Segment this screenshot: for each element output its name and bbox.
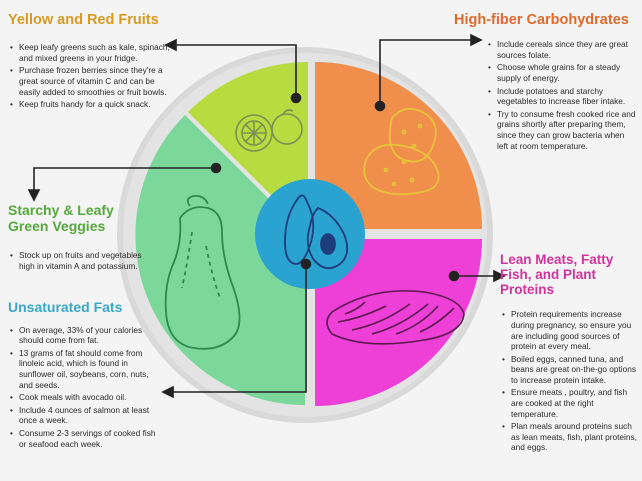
bullet-list: Stock up on fruits and vegetables high i…	[8, 250, 158, 271]
list-item: Stock up on fruits and vegetables high i…	[10, 250, 158, 271]
section-title: Starchy & Leafy Green Veggies	[8, 202, 114, 234]
starchy-leafy-wedge	[135, 115, 305, 405]
bullet-list: Include cereals since they are great sou…	[486, 39, 636, 151]
list-item: Cook meals with avocado oil.	[10, 392, 158, 403]
section-title: Unsaturated Fats	[8, 299, 123, 315]
connector-lean-meats	[448, 269, 506, 283]
citrus-icon	[235, 109, 303, 152]
section-yellow-red-fruits: Yellow and Red Fruits Keep leafy greens …	[8, 12, 173, 112]
list-item: Plan meals around proteins such as lean …	[502, 421, 640, 453]
section-title: Lean Meats, Fatty Fish, and Plant Protei…	[500, 252, 614, 298]
list-item: On average, 33% of your calories should …	[10, 325, 158, 346]
list-item: Choose whole grains for a steady supply …	[488, 62, 636, 83]
list-item: Include 4 ounces of salmon at least once…	[10, 405, 158, 426]
bullet-list: Keep leafy greens such as kale, spinach,…	[8, 42, 173, 110]
center-circle	[255, 179, 365, 289]
list-item: Include potatoes and starchy vegetables …	[488, 86, 636, 107]
squash-icon	[164, 195, 241, 350]
section-unsaturated-fats: Unsaturated Fats On average, 33% of your…	[8, 299, 158, 451]
potato-icon	[363, 108, 440, 196]
bullet-list: Protein requirements increase during pre…	[500, 309, 640, 453]
salmon-icon	[326, 290, 465, 345]
list-item: Include cereals since they are great sou…	[488, 39, 636, 60]
lean-meats-wedge	[315, 239, 482, 406]
section-starchy-leafy: Starchy & Leafy Green Veggies Stock up o…	[8, 202, 158, 274]
bullet-list: On average, 33% of your calories should …	[8, 325, 158, 450]
section-lean-meats: Lean Meats, Fatty Fish, and Plant Protei…	[500, 252, 640, 455]
list-item: Boiled eggs, canned tuna, and beans are …	[502, 354, 640, 386]
section-high-fiber: High-fiber Carbohydrates Include cereals…	[454, 12, 636, 153]
list-item: Protein requirements increase during pre…	[502, 309, 640, 351]
list-item: Consume 2-3 servings of cooked fish or s…	[10, 428, 158, 449]
list-item: Ensure meats , poultry, and fish are coo…	[502, 387, 640, 419]
connector-high-fiber	[374, 33, 483, 112]
connector-unsaturated	[161, 258, 312, 399]
list-item: Purchase frozen berries since they're a …	[10, 65, 173, 97]
connector-starchy-leafy	[27, 162, 222, 202]
section-title: Yellow and Red Fruits	[8, 12, 159, 28]
list-item: 13 grams of fat should come from linolei…	[10, 348, 158, 390]
avocado-icon	[284, 194, 349, 270]
list-item: Keep fruits handy for a quick snack.	[10, 99, 173, 110]
list-item: Keep leafy greens such as kale, spinach,…	[10, 42, 173, 63]
section-title: High-fiber Carbohydrates	[454, 12, 629, 28]
list-item: Try to consume fresh cooked rice and gra…	[488, 109, 636, 151]
